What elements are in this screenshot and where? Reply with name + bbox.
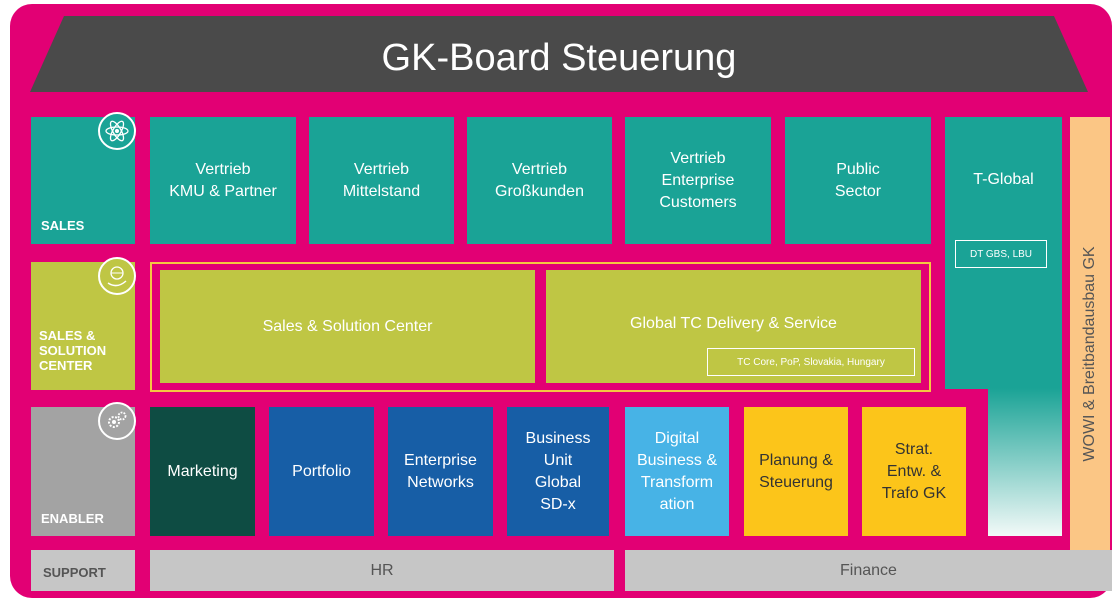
enabler-unit: Planung & Steuerung [744, 407, 848, 536]
finance-box: Finance [625, 550, 1112, 591]
enabler-unit: Portfolio [269, 407, 374, 536]
gears-icon [98, 402, 136, 440]
diagram-title: GK-Board Steuerung [381, 37, 737, 79]
globe-hand-icon [98, 257, 136, 295]
t-global-fade [988, 388, 1062, 536]
atom-icon [98, 112, 136, 150]
sales-unit: Vertrieb KMU & Partner [150, 117, 296, 244]
t-global-block [945, 117, 1062, 389]
enabler-unit: Business Unit Global SD-x [507, 407, 609, 536]
hr-box: HR [150, 550, 614, 591]
enabler-unit: Digital Business & Transform ation [625, 407, 729, 536]
solution-center-outline [150, 262, 931, 392]
sales-unit: Vertrieb Enterprise Customers [625, 117, 771, 244]
global-tc-delivery-label: Global TC Delivery & Service [630, 314, 837, 332]
sales-label: SALES [41, 218, 85, 233]
wowi-column: WOWI & Breitbandausbau GK [1070, 117, 1110, 591]
sales-solution-center-box: Sales & Solution Center [160, 270, 535, 383]
enabler-unit: Strat. Entw. & Trafo GK [862, 407, 966, 536]
roof [30, 16, 1088, 92]
global-tc-sub: TC Core, PoP, Slovakia, Hungary [707, 348, 915, 376]
sales-unit: Vertrieb Großkunden [467, 117, 612, 244]
global-tc-delivery-box: Global TC Delivery & Service [546, 270, 921, 383]
t-global-sub: DT GBS, LBU [955, 240, 1047, 268]
support-label: SUPPORT [43, 565, 106, 580]
enabler-unit: Enterprise Networks [388, 407, 493, 536]
sales-unit: Public Sector [785, 117, 931, 244]
sales-unit: Vertrieb Mittelstand [309, 117, 454, 244]
wowi-label: WOWI & Breitbandausbau GK [1081, 246, 1098, 462]
enabler-label: ENABLER [41, 511, 104, 526]
enabler-unit: Marketing [150, 407, 255, 536]
sales-solution-center-label: SALES & SOLUTION CENTER [39, 328, 107, 373]
t-global-label: T-Global [973, 171, 1034, 188]
support-row-block [31, 550, 135, 591]
